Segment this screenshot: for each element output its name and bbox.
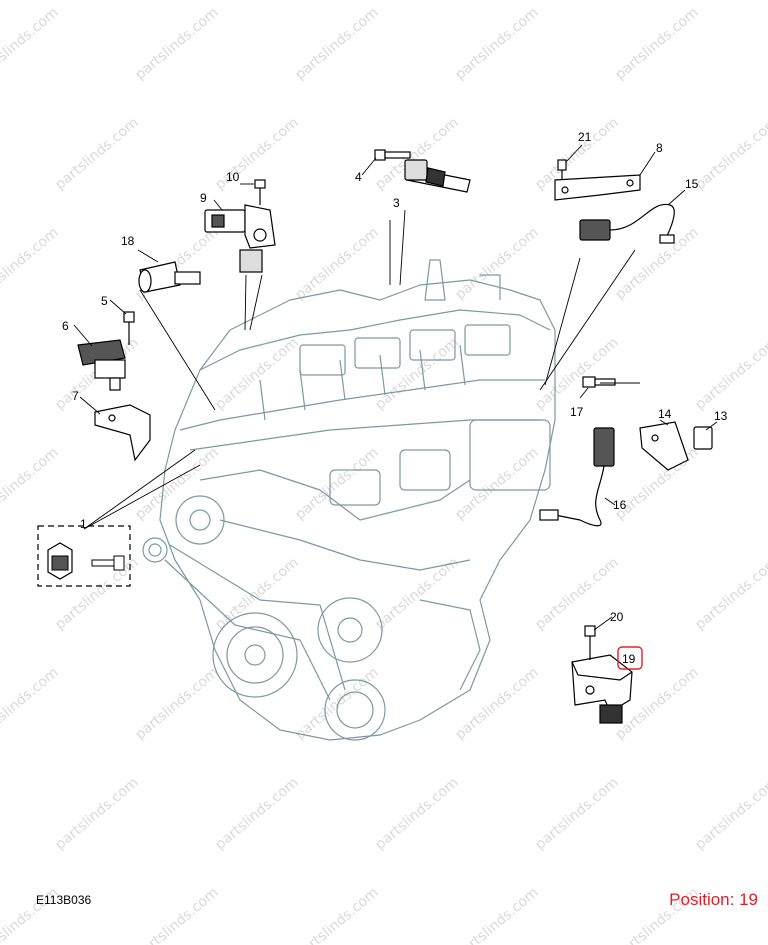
part-18-sensor[interactable] xyxy=(138,261,201,293)
part-3-sensor[interactable] xyxy=(404,159,471,193)
position-label: Position: 19 xyxy=(669,890,758,909)
part-4-bolt[interactable] xyxy=(374,149,411,161)
watermark-text: partslinds.com xyxy=(132,444,221,523)
watermark-text: partslinds.com xyxy=(452,444,541,523)
callout-4[interactable]: 4 xyxy=(355,170,362,184)
watermark-text: partslinds.com xyxy=(292,884,381,945)
callout-8[interactable]: 8 xyxy=(656,141,663,155)
callout-21[interactable]: 21 xyxy=(578,130,592,144)
watermark-text: partslinds.com xyxy=(212,774,301,853)
watermark-text: partslinds.com xyxy=(452,224,541,303)
part-1-bolt-icon xyxy=(91,559,117,567)
watermark-text: partslinds.com xyxy=(612,4,701,83)
watermark-text: partslinds.com xyxy=(0,224,62,303)
leader-lines xyxy=(73,144,718,631)
watermark-text: partslinds.com xyxy=(52,774,141,853)
part-21-bolt[interactable] xyxy=(557,159,567,180)
diagram-code: E113B036 xyxy=(36,893,92,907)
watermark-text: partslinds.com xyxy=(132,4,221,83)
watermark-text: partslinds.com xyxy=(292,444,381,523)
watermark-text: partslinds.com xyxy=(212,554,301,633)
watermark-text: partslinds.com xyxy=(532,334,621,413)
part-7-bracket[interactable] xyxy=(94,404,151,462)
watermark-text: partslinds.com xyxy=(132,884,221,945)
callout-3[interactable]: 3 xyxy=(393,196,400,210)
watermark-layer: partslinds.com partslinds.com partslinds.c… xyxy=(0,4,768,945)
part-8-bracket[interactable] xyxy=(554,174,641,201)
callout-19[interactable]: 19 xyxy=(622,652,636,666)
watermark-text: partslinds.com xyxy=(532,554,621,633)
watermark-text: partslinds.com xyxy=(452,664,541,743)
watermark-text: partslinds.com xyxy=(692,334,768,413)
part-1-group[interactable] xyxy=(37,525,131,587)
watermark-text: partslinds.com xyxy=(532,774,621,853)
highlight-box-19 xyxy=(617,646,643,670)
watermark-text: partslinds.com xyxy=(372,334,461,413)
callout-17[interactable]: 17 xyxy=(570,405,584,419)
watermark-text: partslinds.com xyxy=(132,664,221,743)
part-5-bolt[interactable] xyxy=(123,311,135,345)
watermark-text: partslinds.com xyxy=(292,664,381,743)
callout-9[interactable]: 9 xyxy=(200,191,207,205)
watermark-text: partslinds.com xyxy=(0,4,62,83)
part-14-bracket[interactable] xyxy=(639,421,689,471)
callout-1[interactable]: 1 xyxy=(80,517,87,531)
callout-5[interactable]: 5 xyxy=(101,294,108,308)
callout-7[interactable]: 7 xyxy=(72,389,79,403)
watermark-text: partslinds.com xyxy=(372,554,461,633)
watermark-text: partslinds.com xyxy=(452,4,541,83)
watermark-text: partslinds.com xyxy=(372,774,461,853)
watermark-text: partslinds.com xyxy=(292,4,381,83)
watermark-text: partslinds.com xyxy=(0,444,62,523)
callout-6[interactable]: 6 xyxy=(62,319,69,333)
watermark-text: partslinds.com xyxy=(452,884,541,945)
callout-labels: 1 3 4 5 6 7 8 9 10 13 14 15 16 17 18 19 … xyxy=(62,130,728,666)
watermark-text: partslinds.com xyxy=(692,114,768,193)
part-9-sensor[interactable] xyxy=(204,204,276,273)
callout-16[interactable]: 16 xyxy=(613,498,627,512)
watermark-text: partslinds.com xyxy=(692,774,768,853)
watermark-text: partslinds.com xyxy=(692,554,768,633)
callout-10[interactable]: 10 xyxy=(226,170,240,184)
part-15-sensor[interactable] xyxy=(579,203,675,244)
part-13-clip[interactable] xyxy=(693,426,713,450)
engine-block xyxy=(142,259,556,741)
callout-14[interactable]: 14 xyxy=(658,407,672,421)
part-1-dashed-box xyxy=(37,525,131,587)
part-17-bolt[interactable] xyxy=(582,376,616,388)
part-1-connector-icon xyxy=(51,555,69,571)
callout-13[interactable]: 13 xyxy=(714,409,728,423)
part-16-sensor[interactable] xyxy=(539,427,615,527)
watermark-text: partslinds.com xyxy=(292,224,381,303)
part-10-bolt[interactable] xyxy=(254,179,266,205)
part-6-sensor[interactable] xyxy=(77,339,126,391)
callout-15[interactable]: 15 xyxy=(685,177,699,191)
callout-20[interactable]: 20 xyxy=(610,610,624,624)
watermark-text: partslinds.com xyxy=(52,114,141,193)
part-20-bolt[interactable] xyxy=(584,625,596,660)
part-19-sensor[interactable] xyxy=(571,654,633,724)
callout-18[interactable]: 18 xyxy=(121,234,135,248)
watermark-text: partslinds.com xyxy=(0,664,62,743)
